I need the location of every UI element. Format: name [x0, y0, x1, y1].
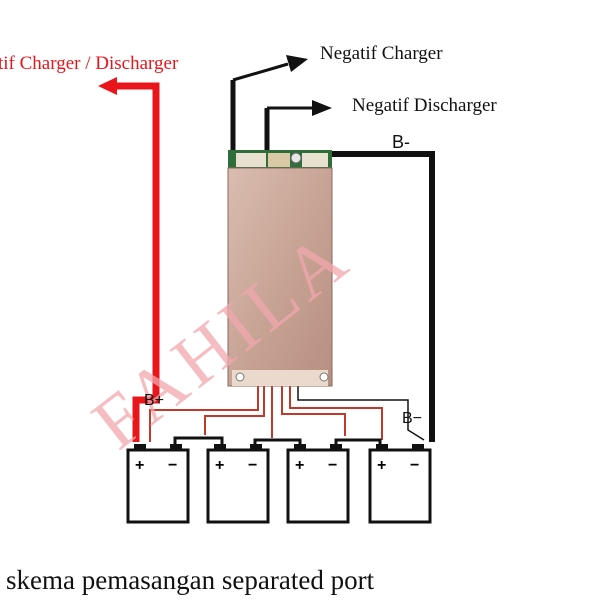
positive-terminal	[294, 444, 306, 450]
battery-minus-label: −	[328, 457, 337, 474]
negative-discharger-label: Negatif Discharger	[352, 95, 497, 116]
negative-terminal	[250, 444, 262, 450]
battery-body	[206, 448, 270, 524]
battery-body	[368, 448, 432, 524]
battery-plus-label: +	[377, 457, 386, 474]
positive-terminal	[134, 444, 146, 450]
negative-terminal	[412, 444, 424, 450]
positive-wire	[98, 77, 160, 442]
connector-right	[302, 153, 328, 167]
negative-discharger-arrow-icon	[312, 100, 332, 116]
mount-hole-left-icon	[235, 372, 245, 382]
battery-cell: +−	[126, 444, 190, 524]
positive-terminal	[214, 444, 226, 450]
positive-terminal	[376, 444, 388, 450]
b-minus-bottom-label: B−	[402, 410, 422, 427]
connector-left	[236, 153, 266, 167]
battery-plus-label: +	[215, 457, 224, 474]
negative-terminal	[330, 444, 342, 450]
battery-cell: +−	[286, 444, 350, 524]
battery-minus-label: −	[248, 457, 257, 474]
battery-plus-label: +	[295, 457, 304, 474]
b-minus-wire	[318, 151, 435, 442]
negative-charger-wire	[230, 55, 308, 158]
battery-minus-label: −	[168, 457, 177, 474]
battery-body	[126, 448, 190, 524]
mount-hole-icon	[290, 152, 302, 164]
b-minus-top-label: B-	[392, 132, 410, 152]
negative-charger-label: Negatif Charger	[320, 43, 443, 64]
battery-cell: +−	[206, 444, 270, 524]
battery-cells: +−+−+−+−	[126, 444, 432, 524]
battery-minus-label: −	[410, 457, 419, 474]
battery-plus-label: +	[135, 457, 144, 474]
positive-port-label: tif Charger / Discharger	[0, 53, 179, 74]
balance-wires	[149, 386, 383, 442]
diagram-caption: skema pemasangan separated port	[6, 565, 375, 595]
positive-arrow-icon	[98, 77, 117, 95]
connector-mid	[268, 153, 290, 167]
b-minus-sense-wire	[297, 386, 425, 441]
battery-body	[286, 448, 350, 524]
battery-cell: +−	[368, 444, 432, 524]
mount-hole-right-icon	[319, 372, 329, 382]
negative-terminal	[170, 444, 182, 450]
bms-board	[227, 150, 333, 387]
b-plus-label: B+	[144, 392, 164, 409]
negative-discharger-wire	[264, 100, 332, 158]
cell-links	[173, 436, 382, 450]
negative-charger-arrow-icon	[286, 55, 308, 72]
